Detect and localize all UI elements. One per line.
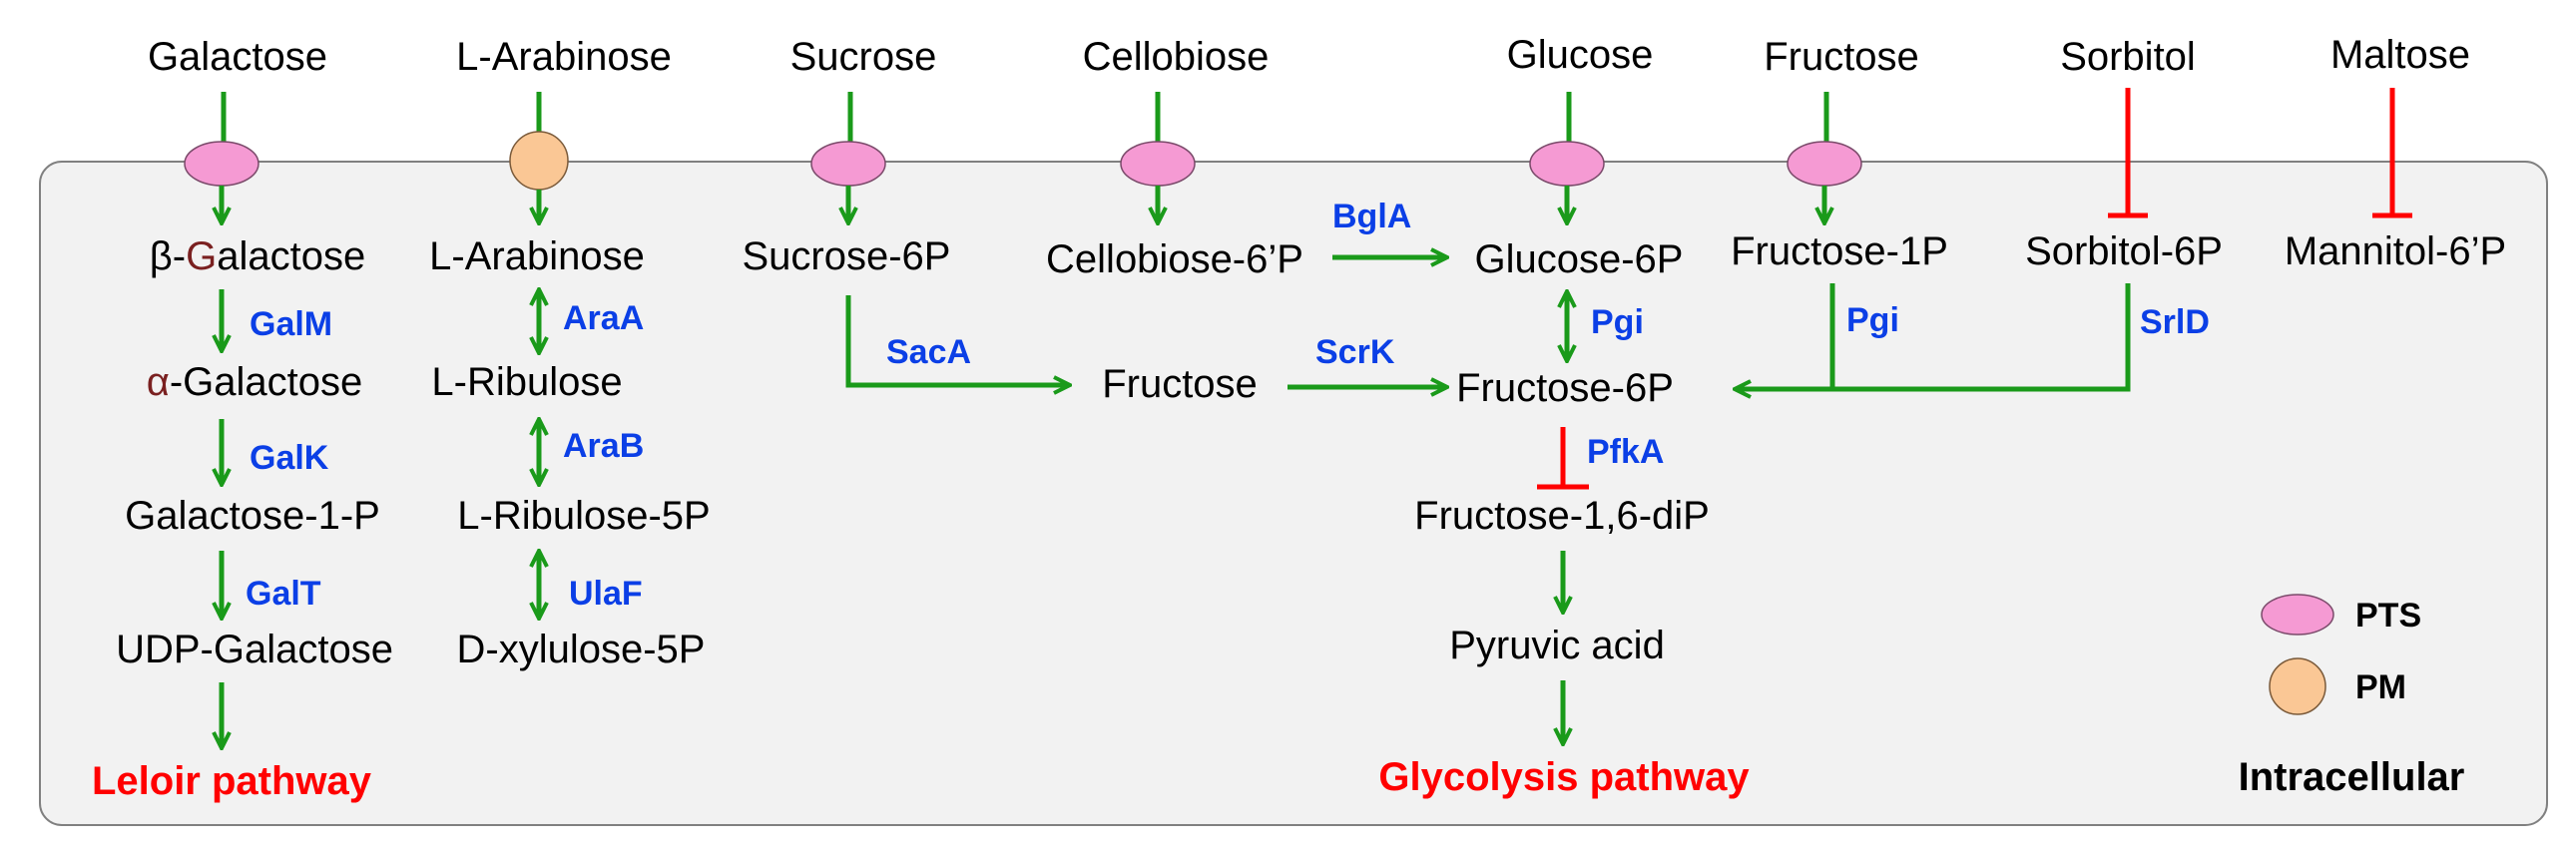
enzyme-arab: AraB [563,427,644,465]
enzyme-galk: GalK [250,439,329,477]
legend-pts-label: PTS [2355,597,2421,635]
enzyme-scrk: ScrK [1315,333,1395,371]
enzyme-pgi-fructose: Pgi [1846,301,1899,339]
legend-pts-symbol [2261,594,2334,636]
metabolite-udp-galactose: UDP-Galactose [116,628,393,671]
label-fructose: Fructose [1764,35,1919,79]
pts-transporter-cellobiose [1120,141,1196,187]
metabolite-mannitol-6p: Mannitol-6’P [2285,229,2506,273]
metabolite-sorbitol-6p: Sorbitol-6P [2025,229,2223,273]
metabolite-l-ribulose: L-Ribulose [431,360,622,404]
metabolite-fructose-1p: Fructose-1P [1731,229,1948,273]
enzyme-galt: GalT [246,575,321,613]
enzyme-galm: GalM [250,305,332,343]
label-sucrose: Sucrose [790,35,937,79]
intracellular-compartment [39,161,2548,826]
label-glucose: Glucose [1507,33,1654,77]
enzyme-ulaf: UlaF [569,575,643,613]
arrow-saca [845,295,1068,385]
arrow-srld [1737,283,2131,389]
label-l-arabinose: L-Arabinose [456,35,672,79]
enzyme-srld: SrlD [2140,303,2210,341]
pts-transporter-sucrose [810,141,886,187]
label-galactose: Galactose [148,35,327,79]
enzyme-araa: AraA [563,299,644,337]
label-cellobiose: Cellobiose [1083,35,1270,79]
legend-pm-label: PM [2355,668,2406,706]
metabolite-fructose: Fructose [1102,362,1258,406]
metabolite-fructose-6p: Fructose-6P [1456,366,1674,410]
label-maltose: Maltose [2330,33,2470,77]
enzyme-pgi-glucose: Pgi [1591,303,1644,341]
enzyme-saca: SacA [886,333,971,371]
metabolite-galactose-1-p: Galactose-1-P [125,494,380,538]
metabolite-sucrose-6p: Sucrose-6P [743,234,951,278]
metabolite-l-arabinose: L-Arabinose [429,234,645,278]
metabolite-d-xylulose-5p: D-xylulose-5P [457,628,706,671]
metabolite-alpha-galactose: α-Galactose [147,360,363,404]
enzyme-pfka: PfkA [1587,433,1664,471]
legend-pm-symbol [2269,657,2326,715]
pts-transporter-fructose [1787,141,1862,187]
metabolite-fructose-16-dip: Fructose-1,6-diP [1414,494,1710,538]
intracellular-label: Intracellular [2239,755,2465,799]
metabolite-pyruvic-acid: Pyruvic acid [1449,624,1665,667]
glycolysis-pathway-label: Glycolysis pathway [1378,755,1750,799]
metabolite-cellobiose-6p: Cellobiose-6’P [1046,237,1303,281]
pts-transporter-glucose [1529,141,1605,187]
enzyme-bgla: BglA [1332,198,1411,235]
metabolite-glucose-6p: Glucose-6P [1475,237,1684,281]
pm-transporter-arabinose [509,131,569,191]
metabolite-l-ribulose-5p: L-Ribulose-5P [457,494,710,538]
pts-transporter-galactose [184,141,259,187]
metabolite-beta-galactose: β-Galactose [150,234,365,278]
leloir-pathway-label: Leloir pathway [92,759,372,803]
label-sorbitol: Sorbitol [2060,35,2196,79]
